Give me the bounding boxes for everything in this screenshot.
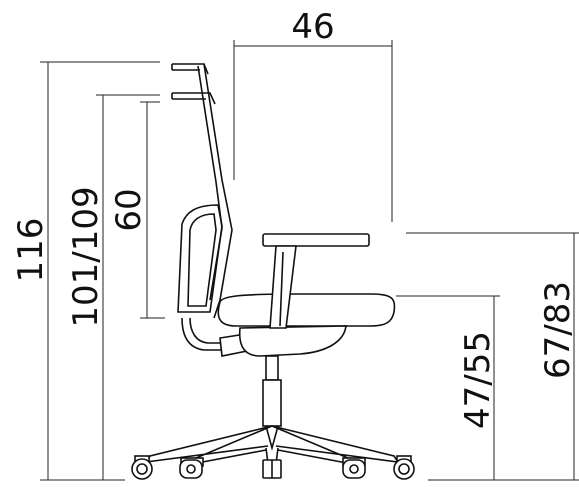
base-hub (265, 425, 279, 452)
gas-lift-tube (262, 379, 282, 427)
armrest-height-label: 67/83 (538, 281, 578, 379)
headrest-lower-bracket (171, 92, 216, 105)
back-support-arm (181, 317, 224, 351)
chair (131, 63, 415, 480)
gas-cylinder (265, 355, 279, 381)
armrest-pad (262, 233, 370, 247)
headrest-top-bracket (171, 63, 209, 75)
dimension-labels: 46 116 101/109 60 47/55 67/83 (11, 7, 578, 429)
armrest-post-detail (279, 251, 284, 327)
seat-pan (238, 325, 347, 357)
caster-right-inner (342, 457, 366, 479)
backrest-cushion (177, 204, 223, 313)
overall-height-label: 116 (11, 218, 51, 283)
backrest-top-height-label: 101/109 (66, 186, 106, 327)
depth-label: 46 (291, 7, 334, 47)
backrest-frame-outer (203, 63, 233, 319)
seat-height-label: 47/55 (458, 331, 498, 429)
caster-left-outer (131, 455, 153, 480)
backrest-inner-panel (187, 213, 217, 307)
caster-right-outer (393, 455, 415, 480)
armrest-post (269, 245, 297, 329)
caster-center (262, 459, 282, 479)
backrest-height-label: 60 (109, 188, 149, 231)
caster-left-inner (179, 457, 204, 479)
seat-cushion (217, 293, 396, 327)
dimension-lines (40, 40, 579, 481)
